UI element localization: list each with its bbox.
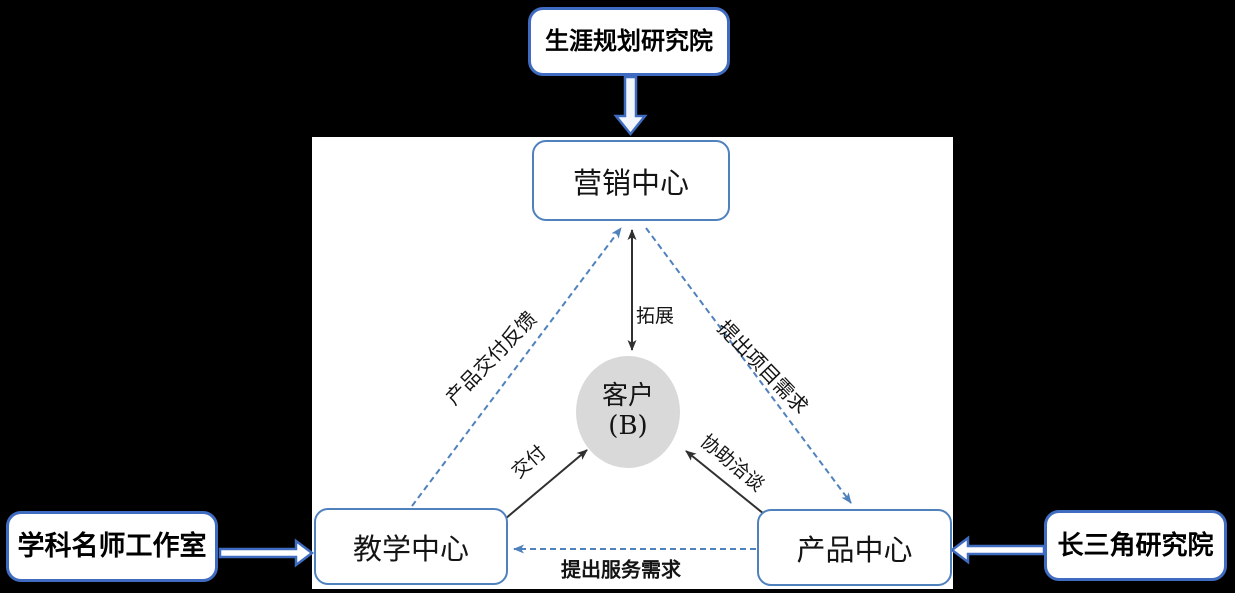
- node-product-center: 产品中心: [757, 509, 952, 586]
- node-teaching-center: 教学中心: [314, 508, 508, 585]
- node-marketing-center: 营销中心: [532, 140, 730, 221]
- right-connector-arrow: [949, 535, 1046, 565]
- node-yangtze-delta-institute-label: 长三角研究院: [1057, 530, 1214, 561]
- node-product-center-label: 产品中心: [796, 532, 913, 567]
- left-connector-arrow: [218, 538, 315, 568]
- node-marketing-center-label: 营销中心: [572, 165, 689, 200]
- top-connector-arrow: [613, 75, 648, 136]
- node-customer-line1: 客户: [601, 381, 654, 412]
- node-career-planning-institute: 生涯规划研究院: [528, 7, 730, 76]
- node-career-planning-institute-label: 生涯规划研究院: [545, 27, 713, 55]
- node-subject-teacher-studio-label: 学科名师工作室: [17, 530, 207, 561]
- node-customer-line2: (B): [608, 411, 648, 441]
- node-customer: 客户 (B): [576, 356, 680, 468]
- edge-label-expand: 拓展: [636, 305, 675, 327]
- node-teaching-center-label: 教学中心: [352, 531, 469, 566]
- node-yangtze-delta-institute: 长三角研究院: [1044, 510, 1227, 581]
- edge-label-service: 提出服务需求: [561, 559, 681, 582]
- node-subject-teacher-studio: 学科名师工作室: [6, 511, 218, 582]
